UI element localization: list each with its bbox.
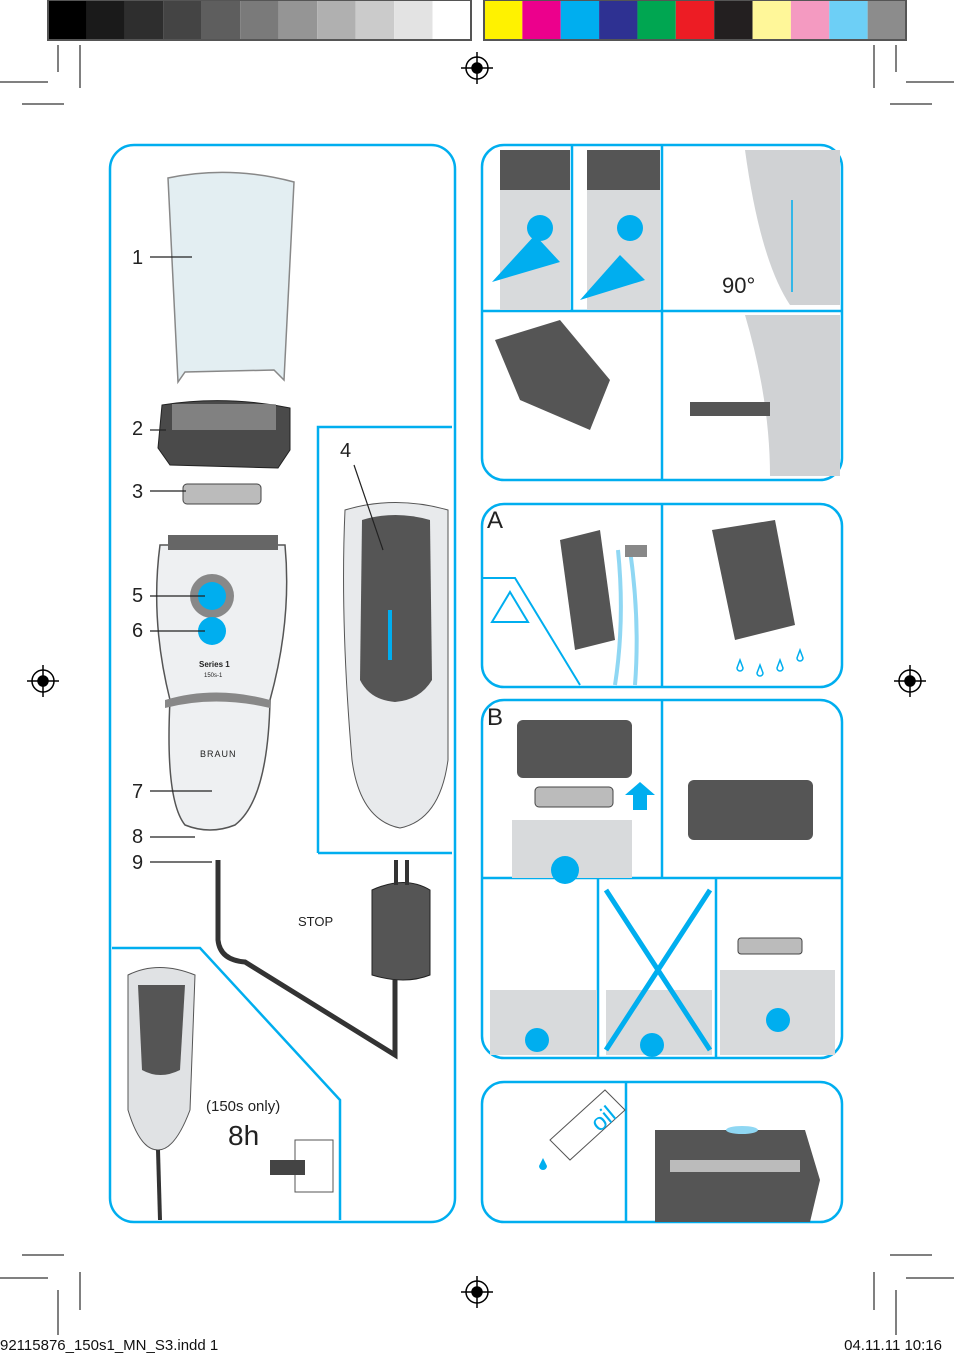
color-swatch — [278, 0, 318, 40]
angle-label: 90° — [722, 273, 755, 298]
part-label-5: 5 — [132, 585, 143, 607]
part-label-6: 6 — [132, 620, 143, 642]
model-number: 150s-1 — [204, 673, 223, 679]
part-label-3: 3 — [132, 481, 143, 503]
color-swatch — [484, 0, 523, 40]
part-label-9: 9 — [132, 852, 143, 874]
part-label-8: 8 — [132, 826, 143, 848]
oil-tube — [549, 1089, 626, 1161]
power-cord — [215, 860, 398, 1060]
gray-color-bar — [48, 0, 471, 40]
color-swatch — [599, 0, 638, 40]
color-swatch — [124, 0, 164, 40]
color-swatch — [675, 0, 715, 40]
color-swatch — [714, 0, 753, 40]
color-swatch — [560, 0, 600, 40]
part-label-2: 2 — [132, 418, 143, 440]
color-swatch — [829, 0, 868, 40]
section-b-label: B — [487, 704, 503, 731]
color-swatch — [240, 0, 279, 40]
process-color-bar — [484, 0, 906, 40]
operation-panel: 90° — [480, 143, 844, 482]
cutter-block — [182, 483, 262, 505]
shaver-body — [155, 544, 288, 831]
color-swatch — [48, 0, 87, 40]
color-swatch — [86, 0, 125, 40]
footer-date-time: 04.11.11 10:16 — [844, 1337, 942, 1354]
color-swatch — [522, 0, 561, 40]
warning-icon — [490, 590, 530, 623]
model-name: Series 1 — [199, 660, 230, 669]
footer-file-name: 92115876_150s1_MN_S3.indd 1 — [0, 1337, 219, 1354]
color-swatch — [394, 0, 433, 40]
part-label-7: 7 — [132, 781, 143, 803]
color-swatch — [201, 0, 241, 40]
color-swatch — [317, 0, 356, 40]
crop-marks — [0, 45, 954, 1335]
brand-logo: BRAUN — [200, 749, 237, 759]
cleaning-water-panel: A — [480, 502, 844, 689]
parts-overview-panel: 1 2 3 4 5 6 7 8 9 Series 1 150s-1 BRAUN … — [108, 143, 457, 1224]
cleaning-brush-panel: B — [480, 698, 844, 1060]
stop-label: STOP — [298, 914, 333, 929]
color-swatch — [867, 0, 906, 40]
color-swatch — [432, 0, 471, 40]
part-label-4: 4 — [340, 440, 351, 462]
color-swatch — [790, 0, 830, 40]
color-swatch — [355, 0, 395, 40]
charge-time: 8h — [228, 1120, 259, 1151]
section-a-label: A — [487, 507, 503, 534]
color-swatch — [637, 0, 676, 40]
registration-mark-icon — [27, 52, 926, 1308]
color-swatch — [163, 0, 202, 40]
power-adapter — [371, 882, 431, 981]
part-label-1: 1 — [132, 247, 143, 269]
charge-note: (150s only) — [206, 1098, 280, 1115]
oil-panel: oil — [480, 1080, 844, 1224]
part-labels: 1 2 3 4 5 6 7 8 9 — [132, 247, 351, 874]
protective-cap — [167, 171, 295, 385]
color-swatch — [752, 0, 791, 40]
